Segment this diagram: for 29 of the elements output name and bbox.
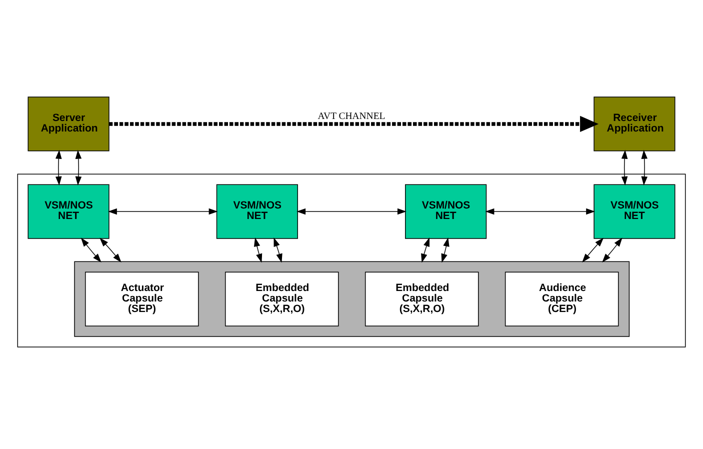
node-box: VSM/NOS NET	[216, 184, 298, 238]
node-box: Actuator Capsule (SEP)	[85, 271, 199, 326]
arrow	[485, 208, 596, 214]
node-box: VSM/NOS NET	[28, 184, 110, 238]
arrow	[100, 237, 122, 262]
arrow	[602, 237, 622, 262]
node-box: VSM/NOS NET	[594, 184, 676, 238]
node-box: VSM/NOS NET	[405, 184, 487, 238]
arrow	[441, 236, 450, 262]
node-box: Embedded Capsule (S,X,R,O)	[364, 271, 479, 326]
arrow	[274, 237, 282, 262]
arrow	[108, 208, 218, 214]
edge-label: AVT CHANNEL	[318, 110, 386, 122]
node-box: Server Application	[28, 96, 110, 151]
arrow	[80, 237, 102, 262]
arrow	[582, 237, 604, 262]
arrow	[641, 149, 648, 185]
node-box: Audience Capsule (CEP)	[504, 271, 619, 326]
cluster	[74, 260, 630, 336]
arrow	[421, 237, 430, 262]
arrow	[75, 149, 82, 185]
node-box: Embedded Capsule (S,X,R,O)	[225, 271, 339, 326]
arrow	[109, 115, 599, 132]
arrow	[55, 149, 62, 185]
cluster	[17, 173, 686, 347]
node-box: Receiver Application	[594, 96, 676, 151]
arrow	[296, 208, 406, 214]
arrow	[621, 149, 628, 185]
arrow	[254, 236, 262, 262]
